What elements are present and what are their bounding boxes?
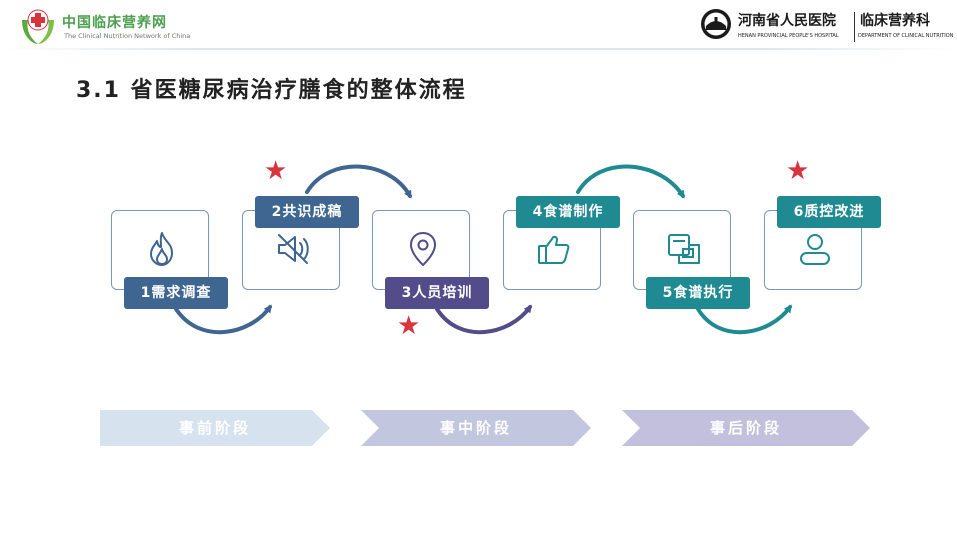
hospital-seal-icon [701, 9, 731, 39]
network-name-cn: 中国临床营养网 [62, 15, 167, 31]
key-step-star-icon: ★ [264, 156, 288, 186]
fire-icon [150, 232, 173, 266]
phase-during-shape [361, 410, 591, 446]
hospital-logo[interactable]: 河南省人民医院 HENAN PROVINCIAL PEOPLE'S HOSPIT… [700, 8, 954, 46]
step-label-1[interactable]: 1需求调查 [124, 277, 228, 309]
step-label-6[interactable]: 6质控改进 [777, 196, 881, 228]
network-name-en: The Clinical Nutrition Network of China [64, 32, 191, 40]
nutrition-network-emblem-icon [22, 9, 54, 44]
department-name-cn: 临床营养科 [860, 13, 930, 29]
phase-during: 事中阶段 [361, 410, 591, 446]
user-icon [800, 234, 830, 265]
header: 中国临床营养网 The Clinical Nutrition Network o… [0, 0, 957, 50]
phase-before-label: 事前阶段 [178, 419, 251, 437]
hospital-name-en: HENAN PROVINCIAL PEOPLE'S HOSPITAL [738, 33, 839, 39]
step-label-3[interactable]: 3人员培训 [385, 277, 489, 309]
phase-after: 事后阶段 [622, 410, 870, 446]
arrow-3-to-4 [435, 304, 532, 335]
phase-after-label: 事后阶段 [709, 419, 782, 437]
phase-before-shape [100, 410, 330, 446]
arrow-4-to-5 [576, 164, 685, 199]
flow-arrows [174, 164, 792, 335]
arrow-5-to-6 [696, 304, 792, 335]
department-name-en: DEPARTMENT OF CLINICAL NUTRITION [858, 33, 954, 39]
arrow-1-to-2 [174, 304, 272, 335]
step-card-1[interactable] [111, 210, 209, 290]
logo-divider [854, 12, 855, 42]
header-divider [0, 48, 957, 50]
step-label-4[interactable]: 4食谱制作 [516, 196, 620, 228]
step-label-5[interactable]: 5食谱执行 [646, 277, 750, 309]
location-pin-icon [410, 232, 436, 266]
phase-after-shape [622, 410, 870, 446]
key-step-star-icon: ★ [786, 156, 810, 186]
arrow-2-to-3 [305, 164, 412, 199]
thumbs-up-icon [538, 235, 570, 264]
step-card-3[interactable] [372, 210, 470, 290]
phase-during-label: 事中阶段 [439, 419, 512, 437]
phase-before: 事前阶段 [100, 410, 330, 446]
page-title: 3.1 省医糖尿病治疗膳食的整体流程 [76, 78, 467, 103]
key-step-star-icon: ★ [397, 311, 421, 341]
speaker-off-icon [278, 234, 309, 264]
copy-icon [668, 234, 700, 264]
step-label-2[interactable]: 2共识成稿 [255, 196, 359, 228]
nutrition-network-logo[interactable]: 中国临床营养网 The Clinical Nutrition Network o… [18, 6, 191, 46]
hospital-name-cn: 河南省人民医院 [738, 13, 836, 29]
